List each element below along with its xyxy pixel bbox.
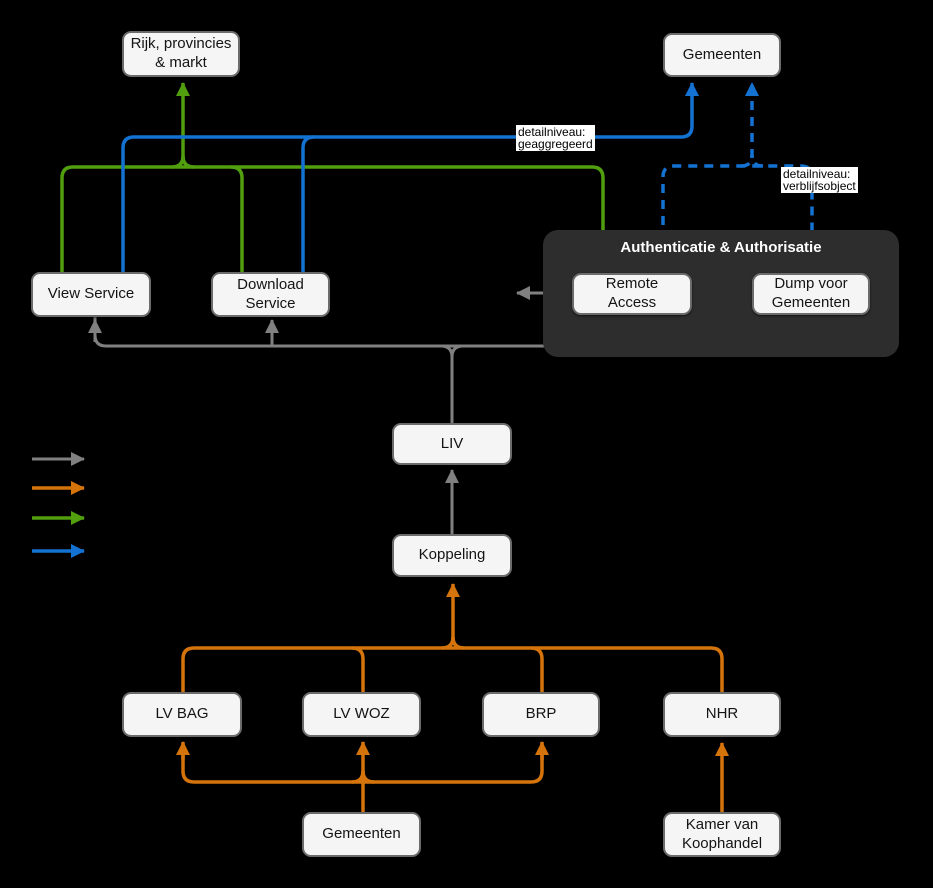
auth-group-title: Authenticatie & Authorisatie <box>620 239 822 256</box>
legend <box>32 452 85 558</box>
node-liv: LIV <box>392 423 512 465</box>
edge-label-geaggregeerd: detailniveau: geaggregeerd <box>516 125 595 151</box>
node-lv-bag: LV BAG <box>122 692 242 737</box>
edge-drop-brp <box>530 646 544 692</box>
node-view-service: View Service <box>31 272 151 317</box>
node-rijk-provincies-markt: Rijk, provincies & markt <box>122 31 240 77</box>
edge-drop-lv-woz <box>351 646 365 692</box>
edge-label-verblijfsobject: detailniveau: verblijfsobject <box>781 167 858 193</box>
edge-blue-main-to-gemeenten <box>121 82 699 272</box>
edge-gemeenten-merge-right <box>361 770 375 784</box>
blue-dashed-edges <box>661 82 814 273</box>
node-dump-voor-gemeenten: Dump voor Gemeenten <box>752 273 870 315</box>
edge-liv-drop-right-curve <box>450 344 464 358</box>
node-kamer-van-koophandel: Kamer van Koophandel <box>663 812 781 857</box>
node-remote-access: Remote Access <box>572 273 692 315</box>
green-edges <box>60 82 605 273</box>
node-gemeenten-bottom: Gemeenten <box>302 812 421 857</box>
node-download-service: Download Service <box>211 272 330 317</box>
edge-green-download-branch <box>230 165 244 272</box>
orange-edges <box>176 583 729 812</box>
edge-blue-download-branch <box>301 135 315 272</box>
node-nhr: NHR <box>663 692 781 737</box>
node-koppeling: Koppeling <box>392 534 512 577</box>
blue-solid-edges <box>121 82 699 272</box>
edge-registers-top-spine <box>181 646 724 692</box>
node-gemeenten-top: Gemeenten <box>663 33 781 77</box>
edge-green-main <box>60 165 605 273</box>
edge-liv-drop-left-curve <box>440 344 454 423</box>
edge-dashed-u-path <box>661 164 814 273</box>
node-brp: BRP <box>482 692 600 737</box>
node-lv-woz: LV WOZ <box>302 692 421 737</box>
